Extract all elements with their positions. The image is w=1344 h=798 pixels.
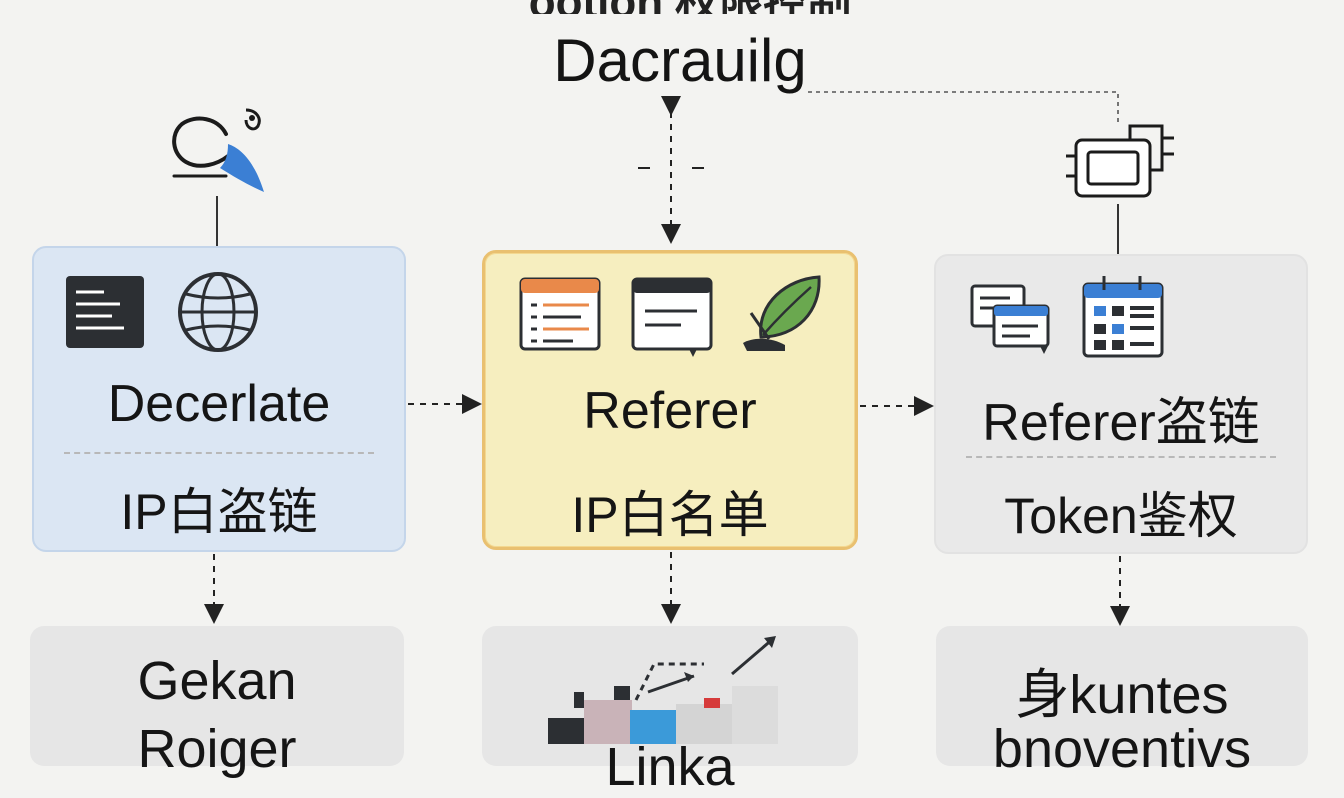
document-list-icon	[66, 276, 144, 348]
diagram-heading: Dacrauilg	[553, 27, 807, 94]
bottom-left-line1: Gekan	[137, 651, 297, 711]
bird-logo-icon	[172, 108, 264, 192]
bar-chart-arrow-icon	[548, 636, 778, 744]
card-middle: Referer IP白名单	[482, 250, 858, 550]
top-title: ootion 权限控制	[360, 0, 1020, 14]
card-middle-subtitle: IP白名单	[571, 487, 769, 543]
bottom-card-right: 身kuntes bnoventivs	[936, 626, 1308, 779]
cards-stack-icon	[970, 284, 1050, 354]
card-left-divider	[64, 452, 374, 454]
card-left-subtitle: IP白盗链	[120, 484, 318, 540]
card-middle-title: Referer	[583, 382, 757, 440]
heading-to-chip-line	[808, 91, 1119, 124]
calendar-grid-icon	[1082, 276, 1164, 358]
spreadsheet-icon	[519, 277, 601, 351]
card-right: Referer盗链 Token鉴权	[934, 254, 1308, 554]
leaf-icon	[743, 275, 821, 351]
bottom-middle-line2: Linka	[605, 737, 735, 797]
card-right-title: Referer盗链	[982, 394, 1260, 452]
bottom-right-line1: 身kuntes	[1015, 665, 1229, 725]
bottom-left-line2: Roiger	[137, 719, 297, 779]
card-left: Decerlate IP白盗链	[32, 246, 406, 552]
globe-icon	[178, 272, 258, 352]
bottom-card-left: Gekan Roiger	[30, 626, 404, 779]
chip-icon	[1066, 124, 1174, 198]
card-right-subtitle: Token鉴权	[1004, 488, 1238, 544]
connectors	[204, 91, 1130, 626]
browser-window-icon	[631, 277, 713, 357]
bottom-right-line2: bnoventivs	[992, 719, 1252, 779]
card-left-title: Decerlate	[107, 375, 331, 433]
bottom-card-middle: Linka	[482, 626, 858, 797]
card-right-divider	[966, 456, 1276, 458]
